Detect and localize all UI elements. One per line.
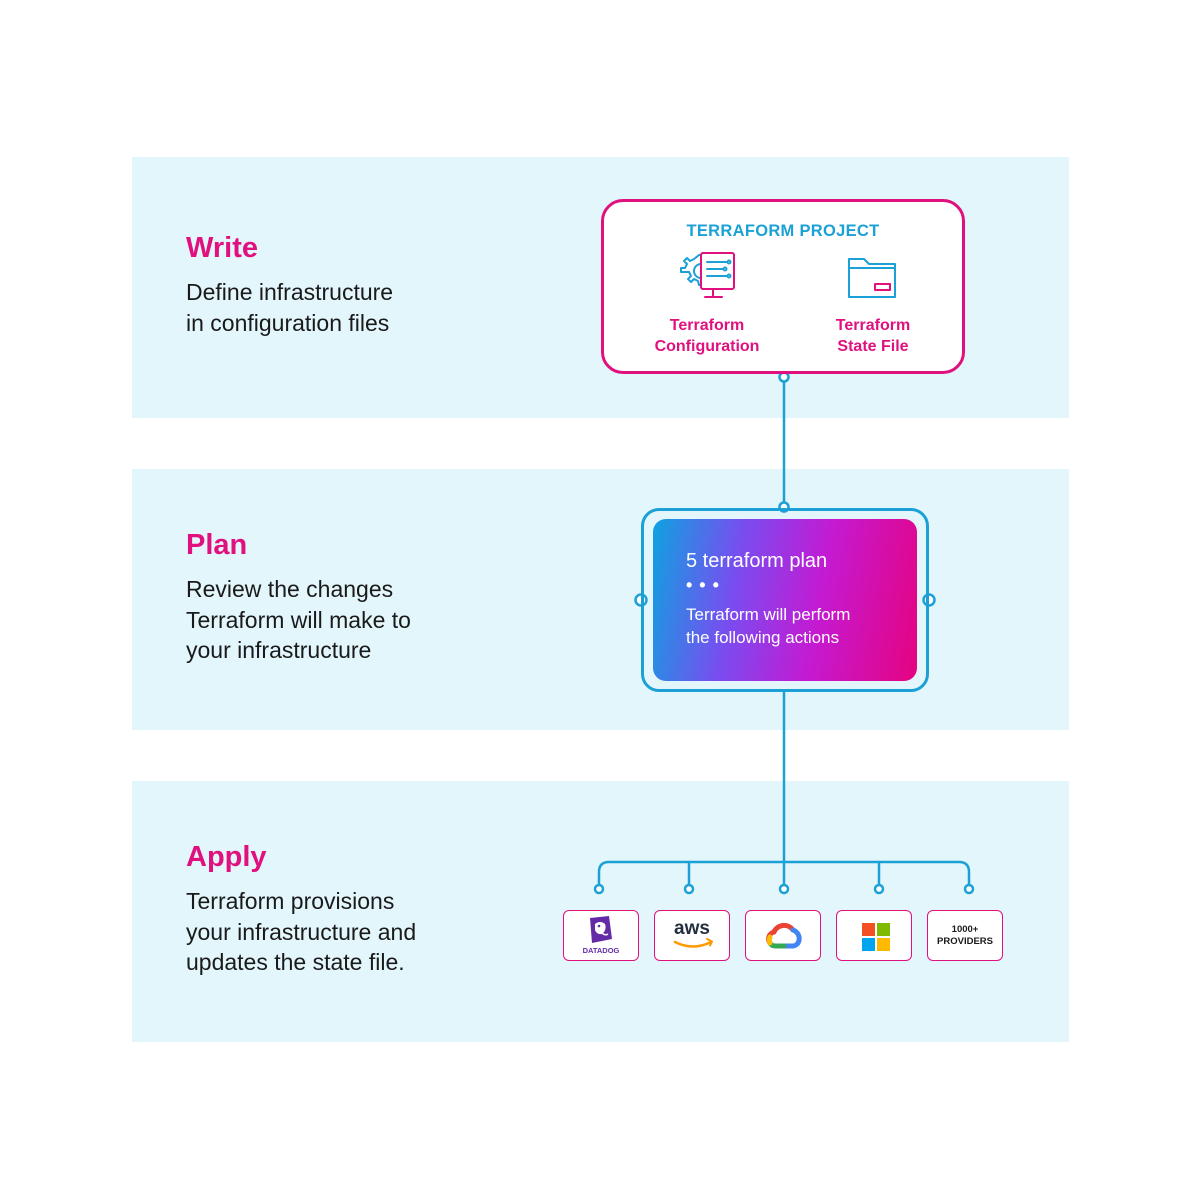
- connector-node: [593, 883, 605, 895]
- gear-monitor-icon: [680, 252, 735, 298]
- config-label-line: Configuration: [654, 338, 760, 355]
- connector-node: [963, 883, 975, 895]
- plan-ellipsis: • • •: [686, 575, 720, 595]
- provider-more: 1000+ PROVIDERS: [927, 910, 1003, 961]
- plan-desc-line: Review the changes: [186, 576, 394, 602]
- plan-message-line: the following actions: [686, 628, 840, 647]
- plan-card-frame: [641, 508, 929, 692]
- datadog-label: DATADOG: [582, 946, 620, 955]
- apply-title: Apply: [186, 841, 267, 873]
- apply-desc-line: Terraform provisions: [186, 888, 395, 914]
- terraform-configuration-label: Terraform Configuration: [632, 315, 782, 357]
- terraform-project-box: TERRAFORM PROJECT Terraform Configuratio…: [601, 199, 965, 374]
- datadog-logo: [590, 916, 612, 943]
- write-desc-line: in configuration files: [186, 309, 390, 336]
- config-label-line: Terraform: [669, 317, 745, 334]
- connector-node: [873, 883, 885, 895]
- write-desc-line: Define infrastructure: [186, 279, 394, 305]
- plan-description: Review the changes Terraform will make t…: [186, 574, 411, 666]
- plan-desc-line: Terraform will make to: [186, 606, 411, 633]
- project-title: TERRAFORM PROJECT: [686, 222, 880, 240]
- provider-google-cloud: [745, 910, 821, 961]
- write-title: Write: [186, 232, 258, 264]
- terraform-state-file-label: Terraform State File: [798, 315, 948, 357]
- aws-label: aws: [674, 918, 710, 939]
- plan-desc-line: your infrastructure: [186, 637, 372, 663]
- providers-count-line: 1000+: [951, 924, 979, 935]
- provider-aws: aws: [654, 910, 730, 961]
- microsoft-logo: [862, 923, 890, 951]
- plan-message: Terraform will perform the following act…: [686, 603, 850, 649]
- plan-command: 5 terraform plan: [686, 550, 828, 572]
- terraform-plan-card: 5 terraform plan • • • Terraform will pe…: [653, 519, 917, 681]
- state-label-line: Terraform: [835, 317, 911, 334]
- apply-desc-line: updates the state file.: [186, 949, 405, 975]
- write-description: Define infrastructure in configuration f…: [186, 277, 393, 338]
- apply-description: Terraform provisions your infrastructure…: [186, 886, 416, 978]
- connector-node: [778, 883, 790, 895]
- plan-title: Plan: [186, 529, 248, 561]
- plan-message-line: Terraform will perform: [686, 605, 851, 624]
- apply-desc-line: your infrastructure and: [186, 918, 417, 945]
- state-label-line: State File: [837, 338, 909, 355]
- provider-microsoft: [836, 910, 912, 961]
- providers-count-label: 1000+ PROVIDERS: [928, 924, 1002, 948]
- folder-icon: [848, 258, 896, 298]
- provider-datadog: DATADOG: [563, 910, 639, 961]
- provider-branch-line: [597, 860, 971, 889]
- providers-count-line: PROVIDERS: [937, 936, 993, 947]
- connector-node: [683, 883, 695, 895]
- gcp-logo: [766, 922, 802, 949]
- aws-smile-icon: [673, 938, 713, 948]
